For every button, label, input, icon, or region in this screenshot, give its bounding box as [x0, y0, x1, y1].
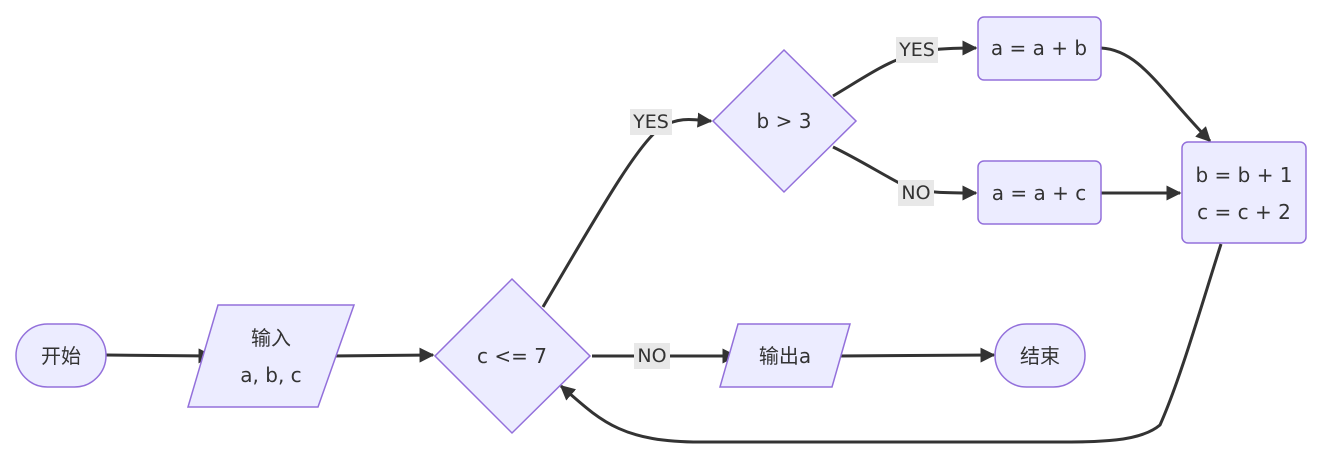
svg-text:a, b, c: a, b, c — [240, 363, 301, 387]
input-node: 输入 a, b, c — [186, 304, 356, 408]
svg-text:c = c + 2: c = c + 2 — [1197, 200, 1291, 224]
edge-update-loop-to-cond-c — [559, 243, 1223, 444]
svg-text:NO: NO — [901, 182, 930, 204]
output-node: 输出a — [719, 323, 851, 388]
edge-label-b-yes: YES — [896, 37, 938, 63]
svg-text:a = a + b: a = a + b — [991, 36, 1087, 60]
edge-label-b-no: NO — [898, 180, 934, 206]
svg-text:结束: 结束 — [1020, 344, 1060, 368]
edge-start-to-input — [105, 348, 214, 364]
end-node: 结束 — [994, 323, 1086, 388]
assign-ac-node: a = a + c — [977, 160, 1102, 225]
svg-text:a = a + c: a = a + c — [992, 181, 1086, 205]
edge-label-c-yes: YES — [630, 109, 672, 135]
decision-b-node: b > 3 — [711, 48, 858, 194]
start-node: 开始 — [15, 323, 107, 388]
assign-ab-node: a = a + b — [977, 16, 1102, 81]
edge-output-to-end — [837, 347, 996, 363]
svg-text:c <= 7: c <= 7 — [477, 344, 547, 368]
svg-text:YES: YES — [898, 39, 935, 61]
edge-input-to-cond-c — [329, 347, 435, 363]
svg-text:NO: NO — [637, 345, 666, 367]
svg-text:输入: 输入 — [251, 326, 291, 350]
decision-c-node: c <= 7 — [433, 277, 592, 435]
edge-assign-ab-to-update — [1100, 46, 1212, 143]
svg-text:YES: YES — [632, 111, 669, 133]
svg-text:输出a: 输出a — [759, 344, 811, 368]
svg-text:开始: 开始 — [41, 344, 81, 368]
edge-label-c-no: NO — [634, 343, 670, 369]
update-node: b = b + 1 c = c + 2 — [1181, 141, 1307, 244]
edge-cond-c-yes-to-cond-b — [541, 112, 713, 308]
svg-text:b > 3: b > 3 — [757, 109, 812, 133]
svg-text:b = b + 1: b = b + 1 — [1195, 163, 1292, 187]
